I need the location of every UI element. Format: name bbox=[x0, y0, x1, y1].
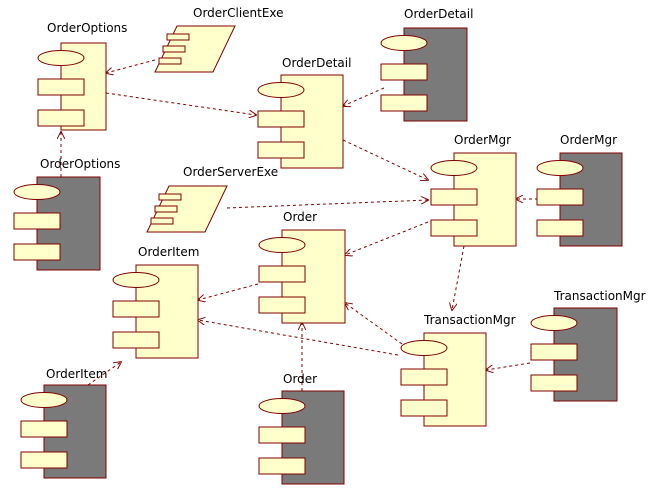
order-item-interface-bottom bbox=[112, 331, 160, 349]
order-mgr-interface-bottom bbox=[430, 219, 478, 237]
dependency-order-item-impl-to-order-item bbox=[87, 362, 121, 386]
dependency-lines bbox=[61, 59, 538, 391]
order-client-exe-block bbox=[158, 57, 182, 65]
order-detail-impl-node: OrderDetail bbox=[380, 7, 473, 122]
order-client-exe-node: OrderClientExe bbox=[154, 6, 284, 73]
order-detail-impl-interface-bottom bbox=[380, 94, 428, 112]
order-client-exe-label: OrderClientExe bbox=[193, 6, 284, 20]
order-mgr-impl-label: OrderMgr bbox=[560, 133, 617, 147]
dependency-order-server-exe-to-order-mgr bbox=[226, 200, 428, 209]
order-impl-interface-bottom bbox=[258, 457, 306, 475]
dependency-order-mgr-to-order bbox=[345, 221, 429, 255]
order-impl-label: Order bbox=[283, 372, 317, 386]
order-options-impl-label: OrderOptions bbox=[40, 157, 120, 171]
order-detail-interface-bottom bbox=[257, 141, 305, 159]
order-detail-impl-label: OrderDetail bbox=[404, 7, 473, 21]
order-client-exe-block bbox=[166, 33, 190, 41]
order-item-label: OrderItem bbox=[138, 245, 199, 259]
order-server-exe-block bbox=[150, 217, 174, 225]
order-detail-impl-port bbox=[380, 35, 428, 51]
order-label: Order bbox=[283, 210, 317, 224]
order-item-impl-port bbox=[20, 392, 68, 408]
order-options-impl-interface-top bbox=[13, 212, 61, 230]
transaction-mgr-impl-interface-bottom bbox=[530, 374, 578, 392]
dependency-order-detail-impl-to-order-detail bbox=[343, 87, 385, 106]
order-mgr-impl-port bbox=[536, 160, 584, 176]
order-interface-bottom bbox=[258, 296, 306, 314]
order-server-exe-label: OrderServerExe bbox=[183, 165, 278, 179]
order-mgr-impl-interface-bottom bbox=[536, 219, 584, 237]
order-options-interface-bottom bbox=[37, 109, 85, 127]
order-detail-node: OrderDetail bbox=[257, 56, 351, 169]
order-mgr-impl-interface-top bbox=[536, 188, 584, 206]
order-options-node: OrderOptions bbox=[37, 21, 127, 131]
order-options-port bbox=[37, 50, 85, 66]
order-mgr-label: OrderMgr bbox=[454, 133, 511, 147]
transaction-mgr-node: TransactionMgr bbox=[400, 313, 516, 427]
dependency-order-detail-to-order-mgr bbox=[342, 139, 428, 180]
order-item-impl-interface-bottom bbox=[20, 451, 68, 469]
order-item-impl-interface-top bbox=[20, 420, 68, 438]
order-impl-port bbox=[258, 398, 306, 414]
transaction-mgr-impl-label: TransactionMgr bbox=[553, 289, 646, 303]
order-server-exe-block bbox=[158, 193, 182, 201]
order-detail-port bbox=[257, 82, 305, 98]
order-item-port bbox=[112, 272, 160, 288]
order-node: Order bbox=[258, 210, 346, 324]
order-detail-interface-top bbox=[257, 110, 305, 128]
transaction-mgr-label: TransactionMgr bbox=[423, 313, 516, 327]
order-impl-node: Order bbox=[258, 372, 345, 485]
transaction-mgr-port bbox=[400, 340, 448, 356]
transaction-mgr-impl-node: TransactionMgr bbox=[530, 289, 646, 402]
order-item-interface-top bbox=[112, 300, 160, 318]
dependency-transaction-mgr-to-order bbox=[345, 303, 403, 345]
order-options-impl-port bbox=[13, 184, 61, 200]
transaction-mgr-impl-port bbox=[530, 315, 578, 331]
order-options-label: OrderOptions bbox=[47, 21, 127, 35]
dependency-order-client-exe-to-order-options bbox=[106, 59, 156, 73]
order-detail-label: OrderDetail bbox=[282, 56, 351, 70]
order-impl-interface-top bbox=[258, 426, 306, 444]
dependency-order-to-order-item bbox=[198, 283, 259, 300]
order-item-node: OrderItem bbox=[112, 245, 199, 359]
order-server-exe-block bbox=[154, 205, 178, 213]
order-options-interface-top bbox=[37, 78, 85, 96]
order-options-impl-node: OrderOptions bbox=[13, 157, 120, 271]
order-item-impl-node: OrderItem bbox=[20, 367, 107, 479]
order-interface-top bbox=[258, 265, 306, 283]
dependency-order-options-to-order-detail bbox=[105, 92, 256, 115]
order-mgr-node: OrderMgr bbox=[430, 133, 517, 247]
transaction-mgr-interface-top bbox=[400, 368, 448, 386]
transaction-mgr-interface-bottom bbox=[400, 399, 448, 417]
dependency-transaction-mgr-impl-to-transaction-mgr bbox=[486, 362, 531, 370]
order-options-impl-interface-bottom bbox=[13, 243, 61, 261]
order-mgr-interface-top bbox=[430, 188, 478, 206]
order-port bbox=[258, 237, 306, 253]
order-mgr-impl-node: OrderMgr bbox=[536, 133, 623, 247]
dependency-order-mgr-to-transaction-mgr bbox=[452, 245, 465, 310]
order-server-exe-node: OrderServerExe bbox=[146, 165, 278, 233]
transaction-mgr-impl-interface-top bbox=[530, 343, 578, 361]
order-detail-impl-interface-top bbox=[380, 63, 428, 81]
order-item-impl-label: OrderItem bbox=[46, 367, 107, 381]
order-mgr-port bbox=[430, 160, 478, 176]
order-client-exe-block bbox=[162, 45, 186, 53]
dependency-transaction-mgr-to-order-item bbox=[198, 320, 399, 356]
